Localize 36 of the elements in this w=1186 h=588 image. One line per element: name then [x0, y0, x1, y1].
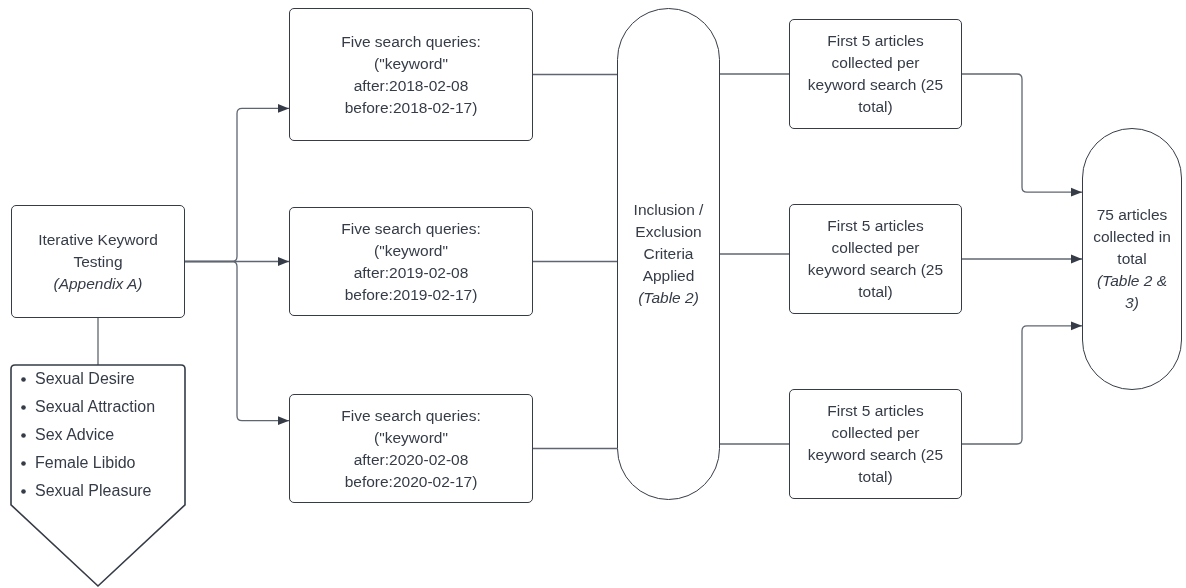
- reference-note: (Table 2): [638, 288, 699, 308]
- process-box: [11, 205, 185, 318]
- node-text: 75 articles collected in total: [1092, 205, 1172, 269]
- connector-line: [719, 253, 790, 255]
- node-text: Five search queries: ("keyword" after:2020-02-08 before:2020-02-17): [340, 405, 482, 492]
- node-text: First 5 articles collected per keyword search (25 total): [806, 31, 945, 117]
- node-text: Five search queries: ("keyword" after:2019-02-08 before:2019-02-17): [340, 218, 482, 305]
- node-text: First 5 articles collected per keyword search (25 total): [806, 401, 945, 487]
- list-item: Sexual Pleasure: [35, 481, 152, 501]
- list-item: Sex Advice: [35, 425, 115, 445]
- list-pentagon: [11, 365, 185, 587]
- arrow: [184, 260, 290, 426]
- reference-note: (Table 2 & 3): [1095, 271, 1169, 313]
- node-text: Inclusion / Exclusion Criteria Applied: [632, 200, 705, 286]
- connector-line: [97, 317, 99, 366]
- connector-line: [532, 260, 618, 263]
- connector-line: [532, 73, 618, 76]
- arrow: [961, 73, 1083, 197]
- reference-note: (Appendix A): [53, 273, 143, 294]
- list-item: Sexual Attraction: [35, 397, 156, 417]
- list-item: Female Libido: [35, 453, 136, 473]
- process-box: [289, 394, 533, 503]
- arrow: [961, 254, 1083, 264]
- process-box: [789, 389, 962, 499]
- connector-line: [719, 73, 790, 75]
- process-box: [789, 204, 962, 314]
- list-item: Sexual Desire: [35, 369, 135, 389]
- node-text: First 5 articles collected per keyword search (25 total): [806, 216, 945, 302]
- node-text: Iterative Keyword Testing: [37, 229, 159, 272]
- process-box: [289, 8, 533, 141]
- process-box: [289, 207, 533, 316]
- connector-line: [532, 447, 618, 450]
- node-text: Five search queries: ("keyword" after:2018-02-08 before:2018-02-17): [340, 31, 482, 118]
- arrow: [961, 321, 1083, 445]
- process-box: [789, 19, 962, 129]
- connector-line: [719, 443, 790, 445]
